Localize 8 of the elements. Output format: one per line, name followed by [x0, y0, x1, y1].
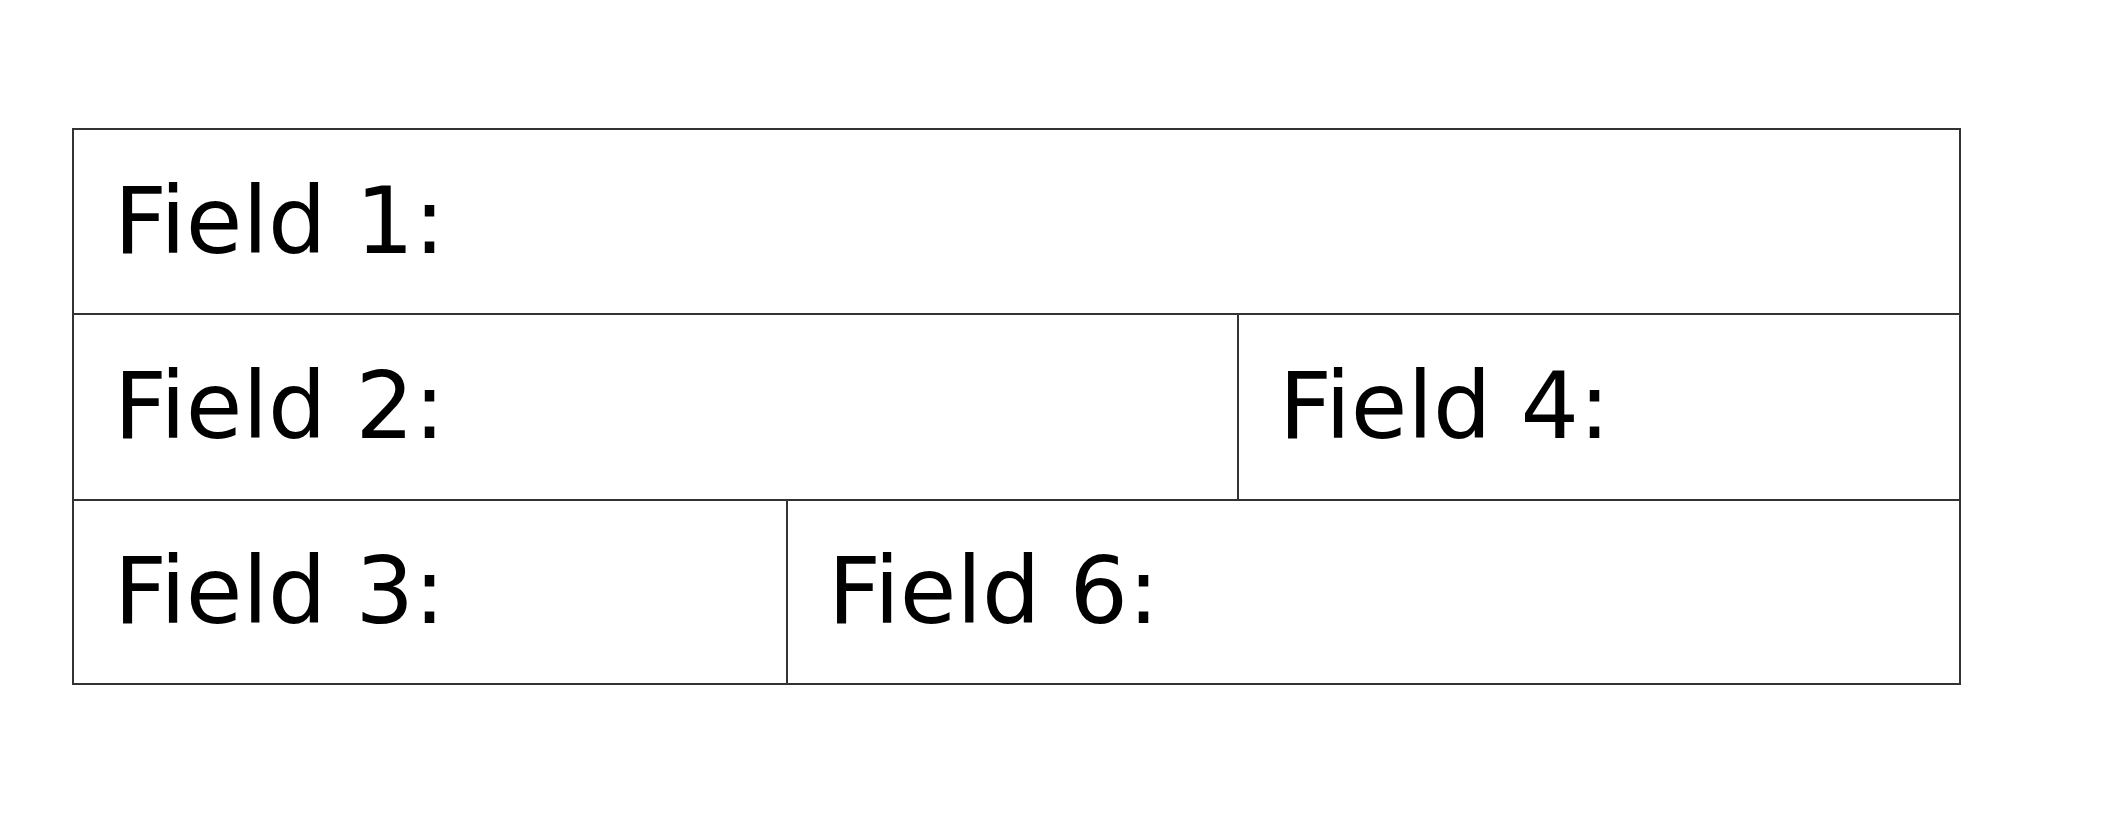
field-label: Field 6: [828, 546, 1160, 638]
form-field-box [786, 499, 1961, 685]
field-label: Field 2: [114, 361, 446, 453]
field-label: Field 1: [114, 175, 446, 268]
form-field-box [72, 128, 1961, 315]
field-label: Field 4: [1279, 361, 1611, 453]
form-field-box [72, 499, 788, 685]
field-label: Field 3: [114, 546, 446, 638]
